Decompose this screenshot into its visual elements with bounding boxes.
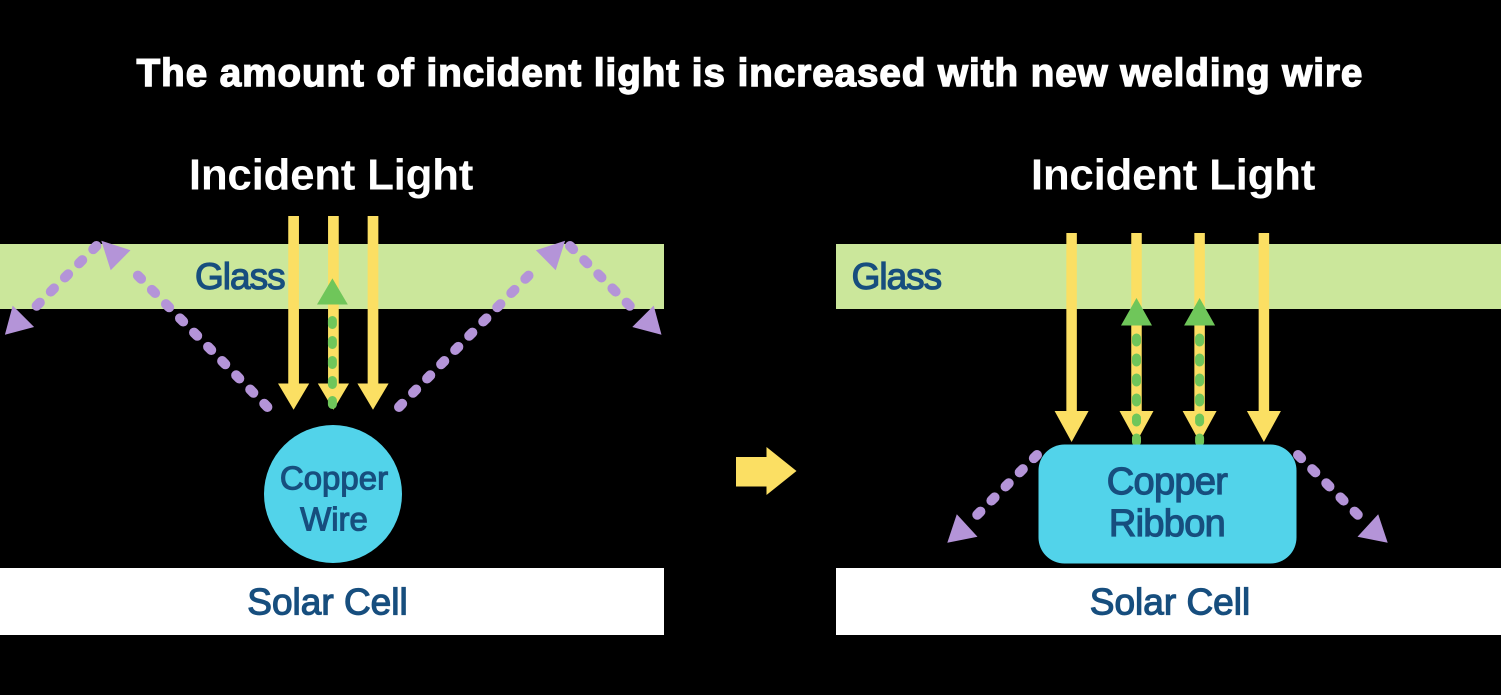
svg-text:Copper: Copper <box>1107 461 1228 503</box>
svg-text:Solar Cell: Solar Cell <box>247 582 407 623</box>
svg-text:Copper: Copper <box>280 460 388 497</box>
svg-text:Solar Cell: Solar Cell <box>1090 582 1250 623</box>
svg-text:Wire: Wire <box>300 501 368 538</box>
svg-text:Incident Light: Incident Light <box>189 151 474 200</box>
svg-text:The amount of incident light i: The amount of incident light is increase… <box>137 52 1364 95</box>
svg-text:Glass: Glass <box>852 256 942 297</box>
svg-text:Incident Light: Incident Light <box>1031 151 1316 200</box>
svg-text:Glass: Glass <box>195 256 285 297</box>
svg-text:Ribbon: Ribbon <box>1109 503 1225 545</box>
